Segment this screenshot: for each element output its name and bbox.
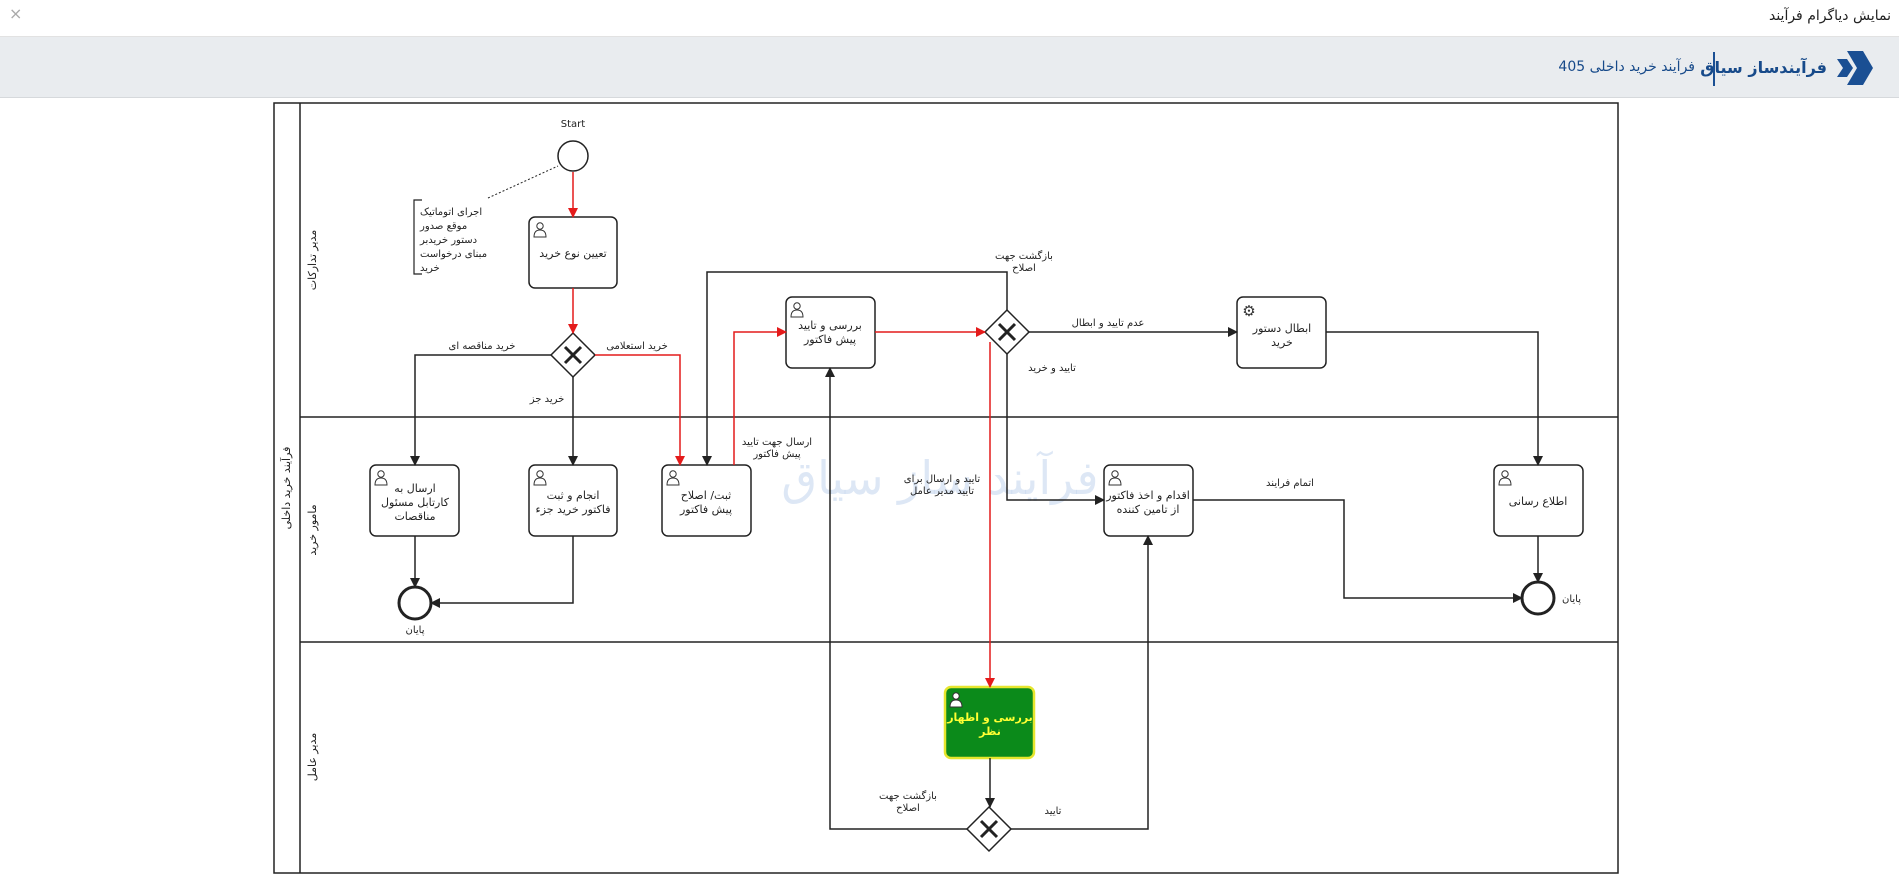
svg-text:مبنای درخواست: مبنای درخواست [420, 249, 487, 260]
svg-text:مناقصات: مناقصات [394, 510, 435, 523]
svg-text:ارسال به: ارسال به [394, 482, 435, 495]
dialog-title: نمایش دیاگرام فرآیند [1768, 8, 1891, 24]
svg-text:خرید جز: خرید جز [529, 394, 565, 405]
svg-text:تعیین نوع خرید: تعیین نوع خرید [539, 247, 606, 260]
svg-text:ارسال جهت تایید: ارسال جهت تایید [742, 437, 812, 448]
svg-text:دستور خریدبر: دستور خریدبر [419, 235, 477, 246]
svg-text:نظر: نظر [978, 725, 1001, 738]
dialog-titlebar: × نمایش دیاگرام فرآیند [0, 0, 1899, 36]
svg-text:از تامین کننده: از تامین کننده [1117, 503, 1180, 516]
sequence-flow [410, 271, 1543, 830]
svg-text:اجرای اتوماتیک: اجرای اتوماتیک [420, 207, 482, 218]
annotation: اجرای اتوماتیک موقع صدور دستور خریدبر مب… [419, 207, 487, 274]
svg-text:اصلاح: اصلاح [1012, 263, 1036, 274]
task-partial-purchase[interactable]: انجام و ثبت فاکتور خرید جزء [528, 464, 618, 537]
svg-text:خرید: خرید [1271, 336, 1293, 349]
gear-icon: ⚙ [1242, 302, 1255, 320]
svg-text:خرید استعلامی: خرید استعلامی [606, 341, 668, 352]
svg-text:بررسی و اظهار: بررسی و اظهار [946, 711, 1033, 724]
task-notify[interactable]: اطلاع رسانی [1493, 464, 1584, 537]
task-register-proforma[interactable]: ثبت/ اصلاح پیش فاکتور [661, 464, 752, 537]
svg-text:تایید مدیر عامل: تایید مدیر عامل [910, 486, 974, 497]
svg-text:اقدام و اخذ فاکتور: اقدام و اخذ فاکتور [1105, 489, 1190, 502]
svg-text:ثبت/ اصلاح: ثبت/ اصلاح [681, 489, 731, 502]
pool-label: فرآیند خرید داخلی [279, 447, 293, 530]
siagh-logo-icon [1837, 51, 1873, 85]
svg-text:اطلاع رسانی: اطلاع رسانی [1509, 495, 1568, 508]
start-event[interactable] [557, 140, 589, 172]
flow-labels: خرید مناقصه ای خرید استعلامی خرید جز ارس… [449, 250, 1314, 817]
brand-name: فرآیندساز سیاق [1700, 58, 1827, 77]
watermark: فرآیند ساز سیاق [781, 451, 1098, 506]
pool-border [273, 102, 1619, 874]
svg-text:فاکتور خرید جزء: فاکتور خرید جزء [536, 503, 611, 516]
gateway-review-decision[interactable] [983, 308, 1031, 356]
svg-text:تایید و خرید: تایید و خرید [1028, 363, 1076, 374]
start-label: Start [561, 119, 586, 130]
process-name: فرآیند خرید داخلی 405 [1558, 59, 1695, 75]
task-review-proforma[interactable]: بررسی و تایید پیش فاکتور [785, 296, 876, 369]
end-label: پایان [1562, 594, 1581, 605]
header-divider [1713, 52, 1715, 86]
close-icon[interactable]: × [9, 4, 23, 23]
svg-text:بازگشت جهت: بازگشت جهت [879, 790, 937, 802]
task-ceo-review[interactable]: بررسی و اظهار نظر [943, 685, 1036, 760]
task-cancel-purchase-order[interactable]: ⚙ ابطال دستور خرید [1236, 296, 1327, 369]
svg-text:بررسی و تایید: بررسی و تایید [798, 319, 862, 332]
lane-label: مدیر تدارکات [306, 230, 319, 291]
svg-text:پیش فاکتور: پیش فاکتور [679, 503, 732, 516]
svg-text:اتمام فرایند: اتمام فرایند [1266, 478, 1314, 489]
svg-text:انجام و ثبت: انجام و ثبت [547, 489, 600, 502]
gateway-purchase-type[interactable] [549, 331, 597, 379]
end-label: پایان [405, 625, 424, 636]
lane-label: مامور خرید [306, 504, 319, 555]
svg-text:عدم تایید و ابطال: عدم تایید و ابطال [1072, 318, 1145, 329]
app-header: فرآیندساز سیاق فرآیند خرید داخلی 405 [0, 36, 1899, 98]
task-get-supplier-invoice[interactable]: اقدام و اخذ فاکتور از تامین کننده [1103, 464, 1194, 537]
sequence-flow-active [568, 172, 995, 688]
svg-text:خرید: خرید [420, 263, 440, 274]
svg-text:کارتابل مسئول: کارتابل مسئول [381, 496, 450, 509]
lane-label: مدیر عامل [306, 733, 319, 782]
svg-text:بازگشت جهت: بازگشت جهت [995, 250, 1053, 262]
svg-text:تایید: تایید [1045, 806, 1062, 817]
task-determine-purchase-type[interactable]: تعیین نوع خرید [528, 216, 618, 289]
end-event[interactable] [397, 585, 433, 621]
svg-text:اصلاح: اصلاح [896, 803, 920, 814]
svg-text:تایید و ارسال برای: تایید و ارسال برای [904, 474, 981, 485]
svg-text:پیش فاکتور: پیش فاکتور [752, 449, 801, 460]
svg-text:موقع صدور: موقع صدور [419, 221, 467, 232]
svg-text:ابطال دستور: ابطال دستور [1252, 322, 1311, 335]
svg-text:پیش فاکتور: پیش فاکتور [803, 333, 856, 346]
gateway-ceo-decision[interactable] [965, 805, 1013, 853]
end-event[interactable] [1520, 580, 1556, 616]
task-send-to-tender-cartable[interactable]: ارسال به کارتابل مسئول مناقصات [369, 464, 460, 537]
svg-text:خرید مناقصه ای: خرید مناقصه ای [449, 341, 516, 352]
